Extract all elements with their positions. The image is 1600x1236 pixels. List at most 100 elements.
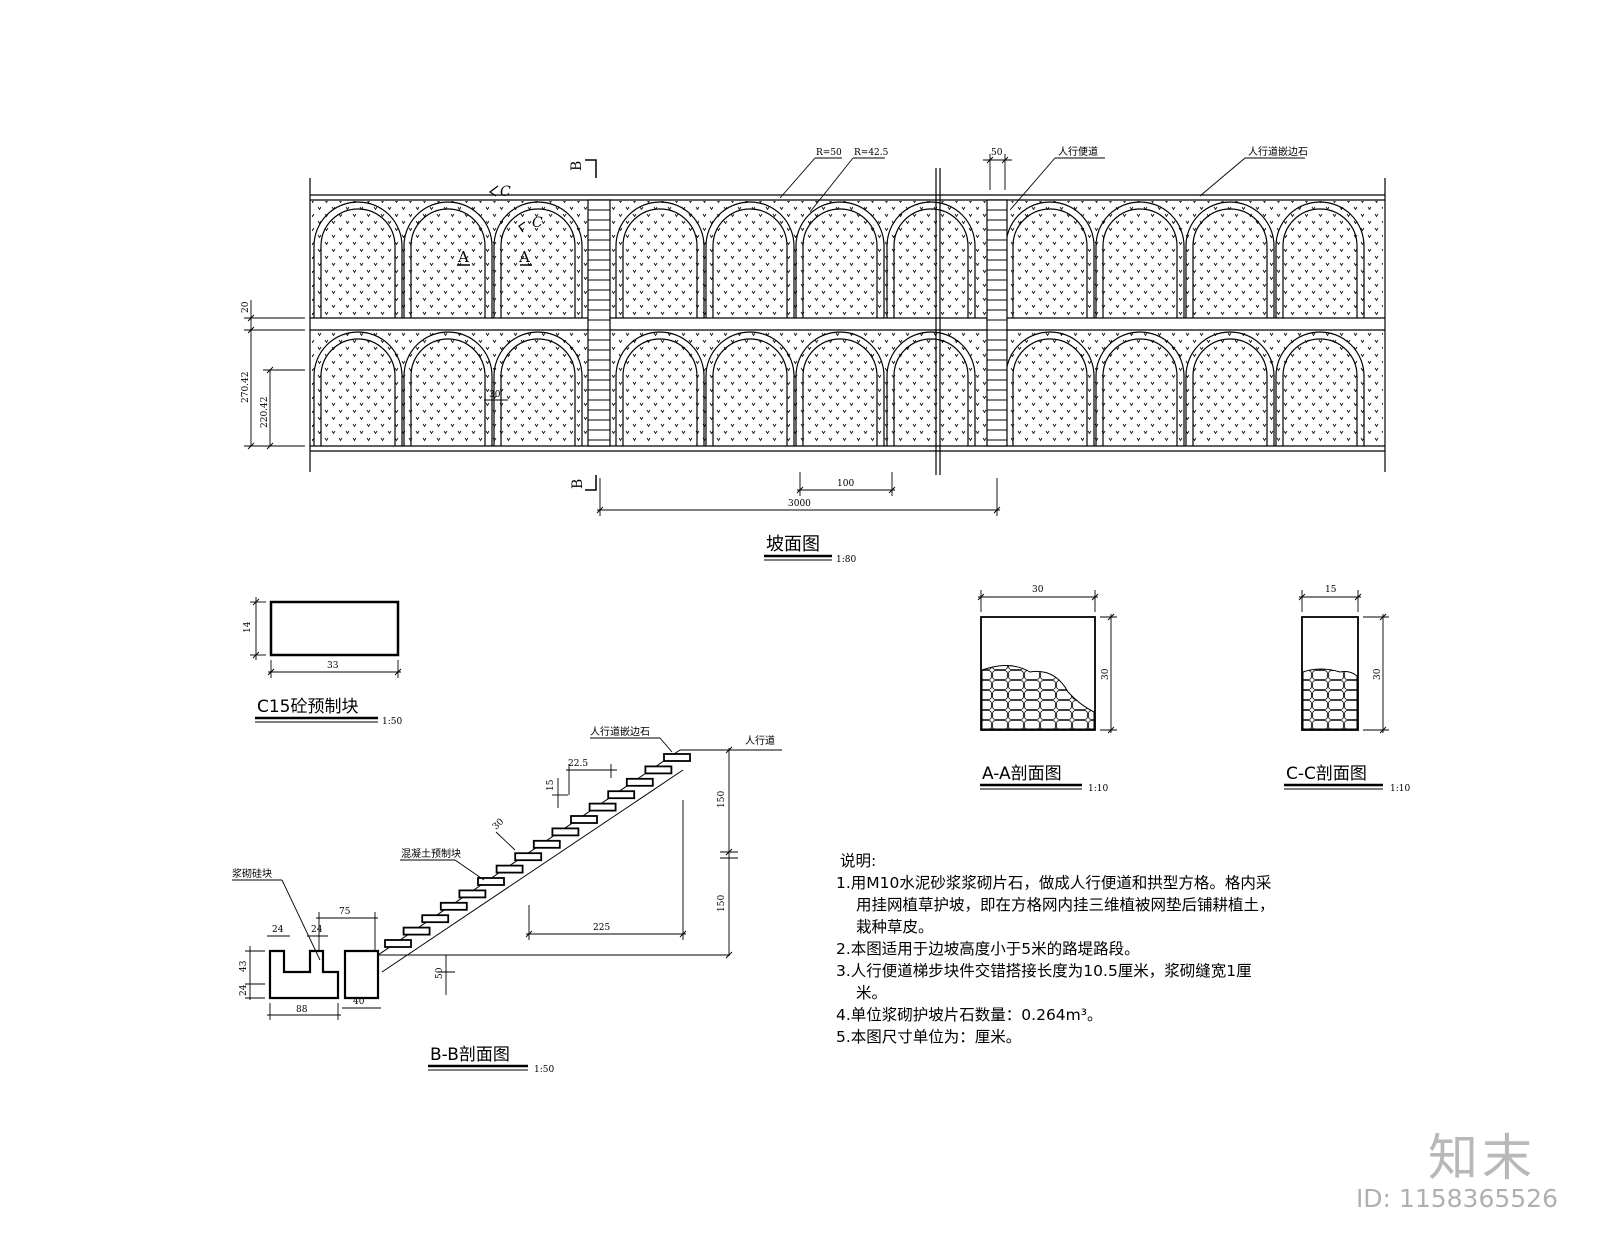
section-cc-dims: [1298, 590, 1389, 734]
section-aa-view: 30 30 A-A剖面图 1:10: [977, 585, 1117, 794]
section-aa-stones: [981, 665, 1095, 730]
bb-dim-88: 88: [296, 1005, 308, 1015]
section-bb-scale: 1:50: [534, 1065, 554, 1075]
block-dims: [250, 597, 402, 678]
bb-step-block: [532, 839, 561, 849]
bb-dims: [245, 746, 738, 1020]
section-aa-rect: [980, 616, 1096, 731]
watermark-id: ID: 1158365526: [1355, 1184, 1558, 1213]
bb-steps: [384, 753, 691, 948]
slope-frame-lines: [309, 168, 1386, 475]
notes-heading: 说明:: [840, 852, 877, 870]
arch-cell: [403, 201, 493, 318]
bb-step-block: [439, 901, 468, 911]
mark-c-bottom: C: [532, 215, 543, 231]
bb-step-block: [402, 926, 431, 936]
bb-dim-150a: 150: [717, 791, 727, 808]
arch-cell: [313, 201, 403, 318]
arch-cell: [1185, 201, 1275, 318]
bb-dim-225: 225: [593, 923, 610, 933]
bb-dim-15: 15: [546, 779, 556, 791]
dim-100-text: 100: [837, 479, 854, 489]
section-cc-stones: [1302, 668, 1358, 730]
bb-slope-lines: [377, 749, 782, 973]
precast-block-rect: [269, 600, 400, 657]
section-cc-rect: [1301, 616, 1359, 731]
block-title: C15砼预制块: [257, 697, 359, 717]
arch-cell: [1275, 331, 1365, 446]
aa-dim-w: 30: [1032, 585, 1044, 595]
block-scale: 1:50: [382, 717, 402, 727]
bb-step-block: [514, 852, 543, 862]
mark-b-top: B: [569, 161, 585, 171]
bb-step-block: [551, 827, 580, 837]
dim-bottom: [596, 472, 1001, 516]
note-item-4: 4.单位浆砌护坡片石数量：0.264m³。: [836, 1006, 1103, 1024]
bb-label-masonry: 浆砌硅块: [232, 867, 272, 880]
bb-dim-40: 40: [353, 997, 365, 1007]
section-aa-title: A-A剖面图: [982, 764, 1062, 784]
note-item-1: 1.用M10水泥砂浆浆砌片石，做成人行便道和拱型方格。格内采用挂网植草护坡，即在…: [836, 874, 1275, 936]
label-r50: R=50: [816, 148, 842, 158]
note-item-2: 2.本图适用于边坡高度小于5米的路堤路段。: [836, 940, 1140, 958]
cc-dim-h: 30: [1373, 668, 1383, 680]
slope-leaders: [779, 157, 1305, 213]
dim-50-text: 50: [991, 148, 1003, 158]
arch-cell: [795, 201, 885, 318]
mark-c-arrows: [488, 185, 526, 233]
arch-cell: [1275, 201, 1365, 318]
mark-a-left: A: [457, 248, 469, 266]
sidewalk-ladder: [587, 199, 611, 447]
sidewalk-ladder: [986, 199, 1008, 447]
label-curb-stone: 人行道嵌边石: [1248, 145, 1308, 158]
arch-cell: [615, 331, 705, 446]
cc-dim-w: 15: [1325, 585, 1337, 595]
arch-cell: [1095, 201, 1185, 318]
section-cc-scale: 1:10: [1390, 784, 1410, 794]
arch-cell: [1095, 331, 1185, 446]
mark-a-right: A: [518, 248, 530, 266]
arch-cell: [1185, 331, 1275, 446]
arch-cell: [493, 201, 583, 318]
sidewalk-steps: [587, 199, 1008, 447]
bb-step-block: [458, 889, 487, 899]
arch-cell: [886, 331, 976, 446]
bb-dim-22-5: 22.5: [568, 759, 588, 769]
dim-30-text: 30: [489, 390, 501, 400]
bb-step-block: [570, 815, 598, 824]
section-aa-scale: 1:10: [1088, 784, 1108, 794]
bb-dim-75: 75: [339, 907, 351, 917]
note-item-3: 3.人行便道梯步块件交错搭接长度为10.5厘米，浆砌缝宽1厘米。: [836, 962, 1252, 1002]
bb-dim-43: 43: [239, 960, 249, 972]
notes-block: 说明: 1.用M10水泥砂浆浆砌片石，做成人行便道和拱型方格。格内采用挂网植草护…: [836, 850, 1276, 1048]
arch-cell: [705, 331, 795, 446]
aa-dim-h: 30: [1101, 668, 1111, 680]
dim-left-vertical: [244, 300, 305, 450]
grass-fill-top: [312, 201, 1383, 317]
slope-view-scale: 1:80: [836, 555, 856, 565]
bb-step-block: [663, 753, 691, 762]
section-aa-dims: [977, 590, 1117, 734]
bb-label-walk: 人行道: [745, 734, 775, 747]
bb-footing: [268, 949, 380, 1000]
bb-dim-24a: 24: [272, 925, 284, 935]
bb-dim-24c: 24: [239, 984, 249, 996]
bb-step-block: [607, 790, 636, 800]
arch-cell: [313, 331, 403, 446]
bb-step-block: [421, 914, 450, 924]
bb-dim-150b: 150: [717, 895, 727, 912]
arch-cell: [795, 331, 885, 446]
section-bb-title: B-B剖面图: [430, 1045, 510, 1065]
dim-220-text: 220.42: [260, 397, 270, 429]
bb-step-block: [588, 802, 617, 812]
slope-plan-view: B B A A C C R=50 R=42.5 人行便道 人行道嵌边石: [241, 145, 1386, 565]
bb-step-block: [477, 877, 505, 886]
bb-step-block: [384, 939, 412, 948]
dim-3000-text: 3000: [788, 499, 811, 509]
arch-cell: [615, 201, 705, 318]
label-sidewalk: 人行便道: [1058, 145, 1098, 158]
section-bb-view: 人行道嵌边石 人行道 混凝土预制块 浆砌硅块 22.5 15 30 150 15…: [232, 725, 782, 1075]
bb-dim-50: 50: [435, 967, 445, 979]
bb-step-block: [495, 864, 524, 874]
